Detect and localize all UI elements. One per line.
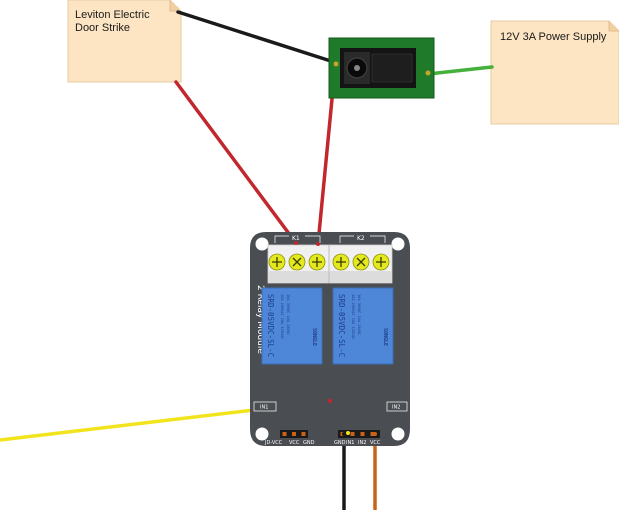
header-label-gnd-2: GND — [334, 440, 346, 446]
relay-k2-model: SRD-05VDC-SL-C — [337, 294, 346, 357]
wire-bend-point-icon — [327, 398, 333, 404]
relay-k2-spec-2: 10A 30VDC 10A 28VDC — [357, 294, 361, 335]
relay-k1-label: K1 — [292, 235, 300, 242]
wire-contact-icon — [316, 242, 320, 246]
mount-hole-icon — [255, 427, 269, 441]
wire-contact-icon — [342, 432, 346, 436]
relay-k2[interactable]: SRD-05VDC-SL-C 10A 250VAC 10A 125VAC 10A… — [332, 287, 394, 365]
jack-pin-right-icon — [425, 70, 431, 76]
header-label-gnd: GND — [303, 440, 315, 446]
red-wire-strike — [174, 80, 298, 245]
jack-pin-left-icon — [333, 61, 339, 67]
mount-hole-icon — [391, 237, 405, 251]
relay-k1-model: SRD-05VDC-SL-C — [266, 294, 275, 357]
relay-k1-brand: SONGLE — [311, 328, 317, 346]
dc-barrel-jack[interactable] — [328, 37, 435, 99]
header-label-in1: IN1 — [346, 440, 354, 446]
board-title: 2 Relay Module — [255, 285, 265, 354]
header-label-jdvcc: JD-VCC — [264, 440, 283, 446]
door-strike-label-line1: Leviton Electric — [75, 9, 150, 21]
door-strike-note[interactable]: Leviton Electric Door Strike — [67, 0, 182, 83]
screw-terminal[interactable] — [372, 253, 390, 271]
relay-k2-label: K2 — [357, 235, 365, 242]
relay-k2-brand: SONGLE — [382, 328, 388, 346]
header-label-vcc: VCC — [289, 440, 300, 446]
relay-k1[interactable]: SRD-05VDC-SL-C 10A 250VAC 10A 125VAC 10A… — [261, 287, 323, 365]
screw-terminal[interactable] — [332, 253, 350, 271]
relay-k2-spec-1: 10A 250VAC 10A 125VAC — [351, 294, 355, 339]
screw-terminal[interactable] — [308, 253, 326, 271]
header-label-vcc-2: VCC — [370, 440, 381, 446]
relay-k1-spec-1: 10A 250VAC 10A 125VAC — [280, 294, 284, 339]
in1-label: IN1 — [260, 405, 268, 411]
power-header-pins[interactable] — [280, 430, 308, 438]
header-label-in2: IN2 — [358, 440, 366, 446]
power-supply-label: 12V 3A Power Supply — [500, 31, 607, 43]
wire-contact-icon — [373, 432, 377, 436]
relay-k1-spec-2: 10A 30VDC 10A 28VDC — [286, 294, 290, 335]
relay-module[interactable]: K1 K2 — [250, 232, 410, 446]
wire-contact-icon — [346, 431, 350, 435]
in1-outline — [253, 401, 277, 412]
black-wire-strike — [176, 10, 339, 65]
mount-hole-icon — [391, 427, 405, 441]
door-strike-label-line2: Door Strike — [75, 22, 130, 34]
screw-terminal[interactable] — [352, 253, 370, 271]
green-wire-power — [426, 65, 494, 76]
screw-terminal[interactable] — [268, 253, 286, 271]
wire-contact-icon — [294, 241, 298, 245]
power-supply-note[interactable]: 12V 3A Power Supply — [490, 20, 619, 125]
screw-terminal[interactable] — [288, 253, 306, 271]
in2-outline — [386, 401, 408, 412]
in2-label: IN2 — [392, 405, 400, 411]
mount-hole-icon — [255, 237, 269, 251]
